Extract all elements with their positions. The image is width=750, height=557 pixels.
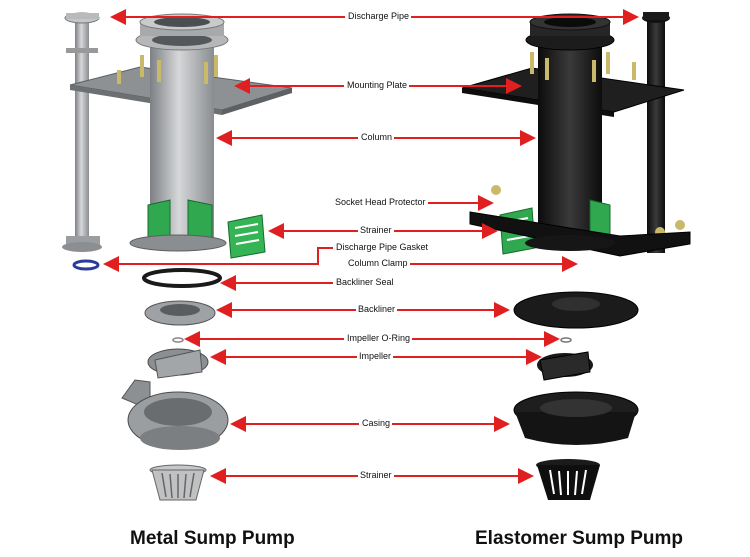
label-mounting-plate: Mounting Plate bbox=[345, 80, 410, 91]
label-socket-head-protector: Socket Head Protector bbox=[333, 197, 428, 208]
metal-impeller bbox=[147, 348, 209, 379]
elastomer-impeller-o-ring bbox=[560, 337, 572, 343]
label-discharge-pipe: Discharge Pipe bbox=[346, 11, 412, 22]
metal-backliner-seal bbox=[142, 268, 222, 288]
metal-impeller-o-ring bbox=[172, 337, 184, 343]
elastomer-lower-strainer bbox=[536, 459, 600, 500]
label-impeller-o-ring: Impeller O-Ring bbox=[345, 333, 413, 344]
title-metal-sump-pump: Metal Sump Pump bbox=[130, 528, 295, 549]
elastomer-discharge-pipe bbox=[642, 12, 670, 253]
callout-arrows bbox=[103, 9, 639, 484]
metal-discharge-pipe-gasket bbox=[72, 259, 100, 271]
label-impeller: Impeller bbox=[357, 351, 394, 362]
metal-column bbox=[135, 13, 229, 240]
label-casing: Casing bbox=[360, 418, 393, 429]
elastomer-pump bbox=[461, 12, 691, 500]
label-column: Column bbox=[359, 132, 395, 143]
label-discharge-pipe-gasket: Discharge Pipe Gasket bbox=[334, 242, 431, 253]
metal-bolts bbox=[117, 55, 218, 84]
metal-casing bbox=[121, 379, 229, 450]
label-backliner-seal: Backliner Seal bbox=[334, 277, 396, 288]
label-column-clamp: Column Clamp bbox=[346, 258, 410, 269]
title-elastomer-sump-pump: Elastomer Sump Pump bbox=[475, 528, 683, 549]
metal-pump bbox=[62, 12, 293, 501]
elastomer-casing bbox=[513, 391, 639, 445]
elastomer-backliner bbox=[513, 291, 639, 329]
elastomer-column-clamp bbox=[469, 211, 691, 257]
metal-column-strainer bbox=[129, 199, 266, 259]
metal-backliner bbox=[144, 300, 216, 326]
metal-discharge-pipe bbox=[62, 12, 102, 252]
metal-lower-strainer bbox=[149, 464, 207, 501]
label-backliner: Backliner bbox=[356, 304, 398, 315]
label-strainer-lower: Strainer bbox=[358, 470, 394, 481]
label-strainer-upper: Strainer bbox=[358, 225, 394, 236]
elastomer-impeller bbox=[537, 351, 593, 381]
